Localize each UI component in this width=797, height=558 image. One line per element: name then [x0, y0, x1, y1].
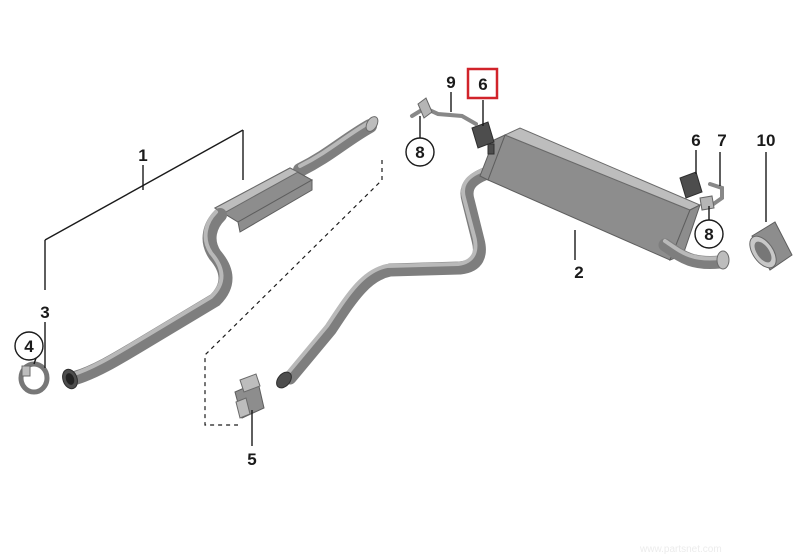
callout-5: 5	[247, 450, 256, 469]
callout-1: 1	[138, 146, 147, 165]
callout-8-left-circle	[405, 137, 435, 167]
callout-7: 7	[717, 131, 726, 150]
callout-4-circle	[14, 331, 44, 361]
leader-lines	[33, 92, 767, 446]
clamp-part-4[interactable]	[18, 361, 50, 395]
callout-2: 2	[574, 263, 583, 282]
callout-10: 10	[757, 131, 776, 150]
callout-3: 3	[40, 303, 49, 322]
hanger-part-7[interactable]	[699, 182, 724, 211]
callout-8-left: 8	[415, 143, 424, 162]
tailpipe-tip-part-10[interactable]	[744, 221, 793, 272]
front-exhaust-section[interactable]	[60, 115, 380, 391]
callout-8-right: 8	[704, 225, 713, 244]
callout-9: 9	[446, 73, 455, 92]
callout-4: 4	[24, 337, 34, 356]
clamp-part-5[interactable]	[234, 373, 265, 419]
callout-6-right: 6	[691, 131, 700, 150]
rubber-mount-part-6-right[interactable]	[679, 171, 703, 199]
middle-pipe[interactable]	[274, 165, 497, 391]
front-muffler	[213, 167, 314, 233]
callout-6-highlighted: 6	[478, 75, 487, 94]
highlight-box	[466, 67, 499, 100]
rubber-mount-part-6-highlighted[interactable]	[471, 121, 495, 155]
hanger-part-9[interactable]	[410, 97, 478, 126]
watermark: www.partsnet.com	[639, 544, 722, 555]
callout-8-right-circle	[694, 219, 724, 249]
rear-muffler[interactable]	[479, 127, 730, 270]
